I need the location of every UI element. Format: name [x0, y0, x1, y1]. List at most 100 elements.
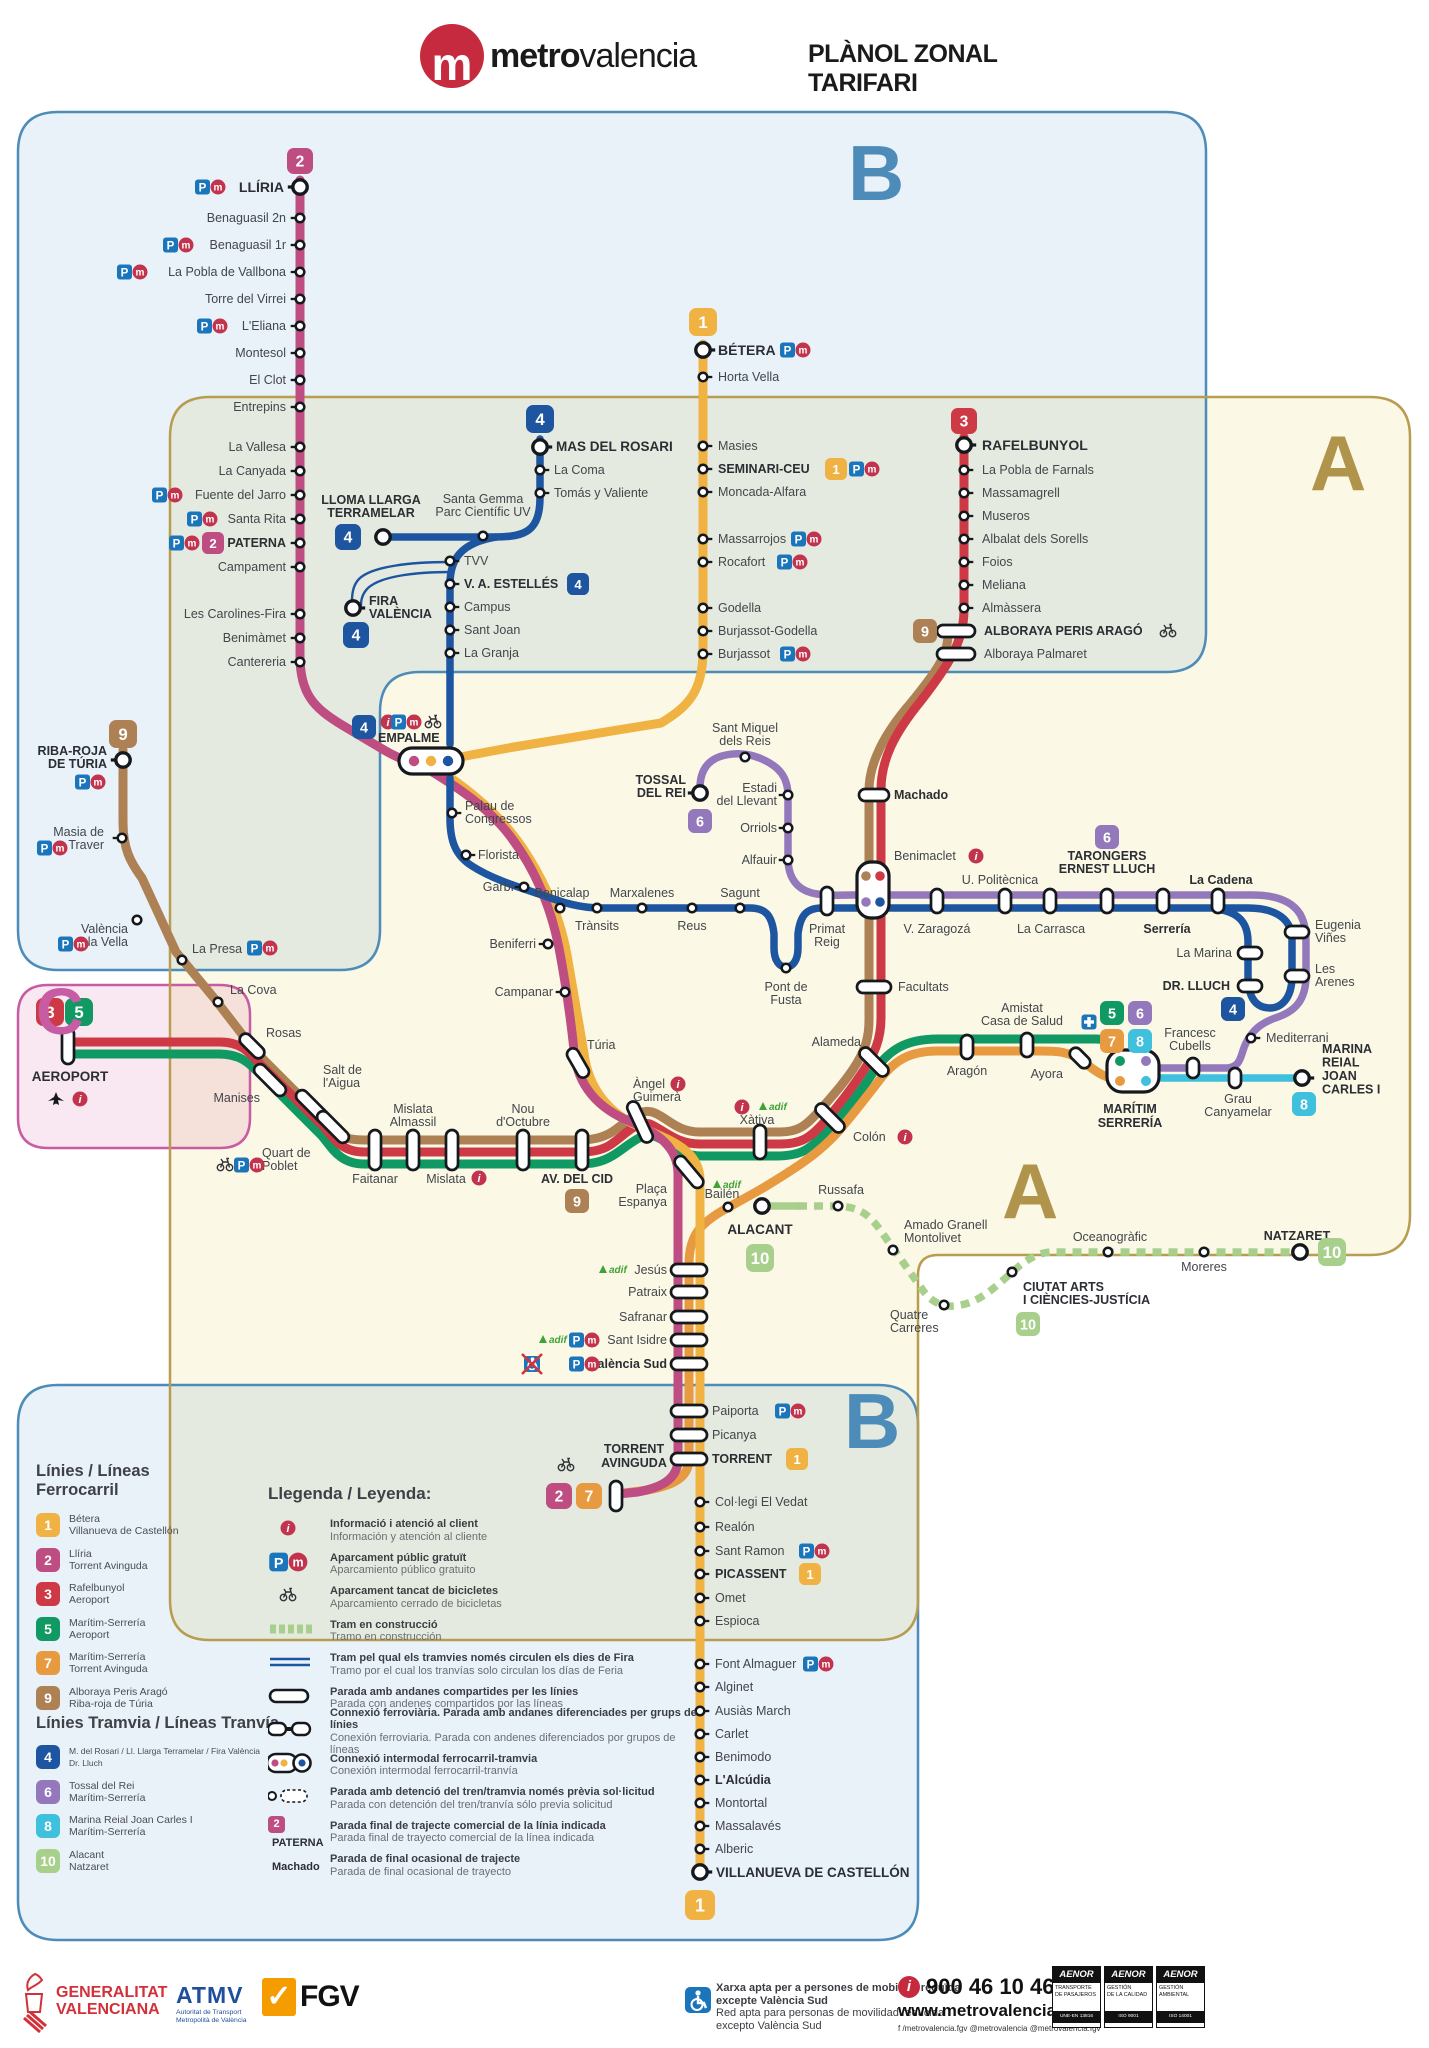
- station-benicalap[interactable]: Benicalap: [535, 886, 590, 914]
- station-la-marina[interactable]: La Marina: [1176, 945, 1264, 961]
- station-ausiàs-march[interactable]: Ausiàs March: [694, 1704, 791, 1718]
- station-sant-joan[interactable]: Sant Joan: [444, 623, 521, 637]
- station-llíria[interactable]: LLÍRIA: [239, 178, 309, 196]
- station-dr-lluch[interactable]: DR. LLUCH: [1163, 978, 1264, 994]
- station-facultats[interactable]: Facultats: [855, 979, 949, 995]
- station-empalme[interactable]: EMPALME: [378, 731, 465, 776]
- website-url[interactable]: www.metrovalencia.es: [898, 2001, 1080, 2020]
- station-ayora[interactable]: Ayora: [1031, 1045, 1093, 1081]
- station-aeroport[interactable]: AEROPORT: [32, 1026, 109, 1084]
- station-mislata[interactable]: Mislata: [426, 1128, 466, 1186]
- station-rosas[interactable]: Rosas: [237, 1026, 301, 1061]
- station-safranar[interactable]: Safranar: [619, 1309, 709, 1325]
- station-natzaret[interactable]: NATZARET: [1264, 1229, 1331, 1261]
- station-museros[interactable]: Museros: [958, 509, 1030, 523]
- station-albalat-dels-sorells[interactable]: Albalat dels Sorells: [958, 532, 1089, 546]
- station-tvv[interactable]: TVV: [444, 554, 489, 568]
- station-massarrojos[interactable]: Massarrojos: [697, 532, 786, 546]
- station-alberic[interactable]: Alberic: [694, 1842, 754, 1856]
- station-l'eliana[interactable]: L'Eliana: [242, 319, 306, 333]
- station-colón[interactable]: Colón: [813, 1101, 886, 1144]
- station-aragón[interactable]: Aragón: [947, 1033, 987, 1078]
- station-alacant[interactable]: ALACANT: [727, 1197, 793, 1237]
- station-v-a-estellés[interactable]: V. A. ESTELLÉS: [444, 576, 559, 591]
- station-entrepins[interactable]: Entrepins: [233, 400, 306, 414]
- station-russafa[interactable]: Russafa: [818, 1183, 864, 1212]
- station-benimàmet[interactable]: Benimàmet: [223, 631, 306, 645]
- station-l'alcúdia[interactable]: L'Alcúdia: [694, 1773, 772, 1787]
- station-benaguasil-2n[interactable]: Benaguasil 2n: [207, 211, 306, 225]
- station-mediterrani[interactable]: Mediterrani: [1245, 1031, 1329, 1045]
- station-xàtiva[interactable]: Xàtiva: [740, 1113, 775, 1161]
- station-el-clot[interactable]: El Clot: [249, 373, 306, 387]
- station-montortal[interactable]: Montortal: [694, 1796, 767, 1810]
- station-beniferri[interactable]: Beniferri: [489, 937, 554, 951]
- station-la-pobla-de-vallbona[interactable]: La Pobla de Vallbona: [168, 265, 306, 279]
- station-massalavés[interactable]: Massalavés: [694, 1819, 781, 1833]
- station-u-politècnica[interactable]: U. Politècnica: [962, 873, 1038, 915]
- station-alfauir[interactable]: Alfauir: [742, 853, 794, 867]
- station-villanueva-de-castellón[interactable]: VILLANUEVA DE CASTELLÓN: [691, 1863, 910, 1881]
- station-burjassot-godella[interactable]: Burjassot-Godella: [697, 624, 818, 638]
- station-tom-s-y-valiente[interactable]: Tomás y Valiente: [534, 486, 649, 500]
- station-la-coma[interactable]: La Coma: [534, 463, 605, 477]
- station-campament[interactable]: Campament: [218, 560, 306, 574]
- station-les-carolines-fira[interactable]: Les Carolines-Fira: [184, 607, 306, 621]
- station-serrería[interactable]: Serrería: [1143, 887, 1192, 936]
- station-la-canyada[interactable]: La Canyada: [219, 464, 306, 478]
- station-reus[interactable]: Reus: [677, 902, 707, 933]
- station-machado[interactable]: Machado: [857, 787, 949, 803]
- station-foios[interactable]: Foios: [958, 555, 1013, 569]
- station-valència-sud[interactable]: València Sud: [590, 1356, 709, 1372]
- station-realón[interactable]: Realón: [694, 1520, 755, 1534]
- station-sagunt[interactable]: Sagunt: [720, 886, 760, 914]
- station-masies[interactable]: Masies: [697, 439, 758, 453]
- station-burjassot[interactable]: Burjassot: [697, 647, 771, 661]
- station-orriols[interactable]: Orriols: [740, 821, 794, 835]
- station-picanya[interactable]: Picanya: [669, 1427, 757, 1443]
- station-av-del-cid[interactable]: AV. DEL CID: [541, 1128, 613, 1186]
- station-massamagrell[interactable]: Massamagrell: [958, 486, 1060, 500]
- station-carlet[interactable]: Carlet: [694, 1727, 749, 1741]
- station-rocafort[interactable]: Rocafort: [697, 555, 766, 569]
- station-la-granja[interactable]: La Granja: [444, 646, 519, 660]
- station-cantereria[interactable]: Cantereria: [228, 655, 306, 669]
- station-jesús[interactable]: Jesús: [634, 1262, 709, 1278]
- station-trànsits[interactable]: Trànsits: [575, 902, 619, 933]
- station-la-cadena[interactable]: La Cadena: [1189, 873, 1254, 915]
- station-paiporta[interactable]: Paiporta: [669, 1403, 759, 1419]
- station-omet[interactable]: Omet: [694, 1591, 746, 1605]
- station-fuente-del-jarro[interactable]: Fuente del Jarro: [195, 488, 306, 502]
- station-santa-rita[interactable]: Santa Rita: [228, 512, 306, 526]
- station-la-pobla-de-farnals[interactable]: La Pobla de Farnals: [958, 463, 1094, 477]
- station-oceanogràfic[interactable]: Oceanogràfic: [1073, 1230, 1147, 1258]
- station-túria[interactable]: Túria: [565, 1038, 616, 1080]
- station-benimodo[interactable]: Benimodo: [694, 1750, 772, 1764]
- station-torrent[interactable]: TORRENT: [669, 1451, 773, 1467]
- station-col·legi-el-vedat[interactable]: Col·legi El Vedat: [694, 1495, 808, 1509]
- station-manises[interactable]: Manises: [213, 1062, 288, 1105]
